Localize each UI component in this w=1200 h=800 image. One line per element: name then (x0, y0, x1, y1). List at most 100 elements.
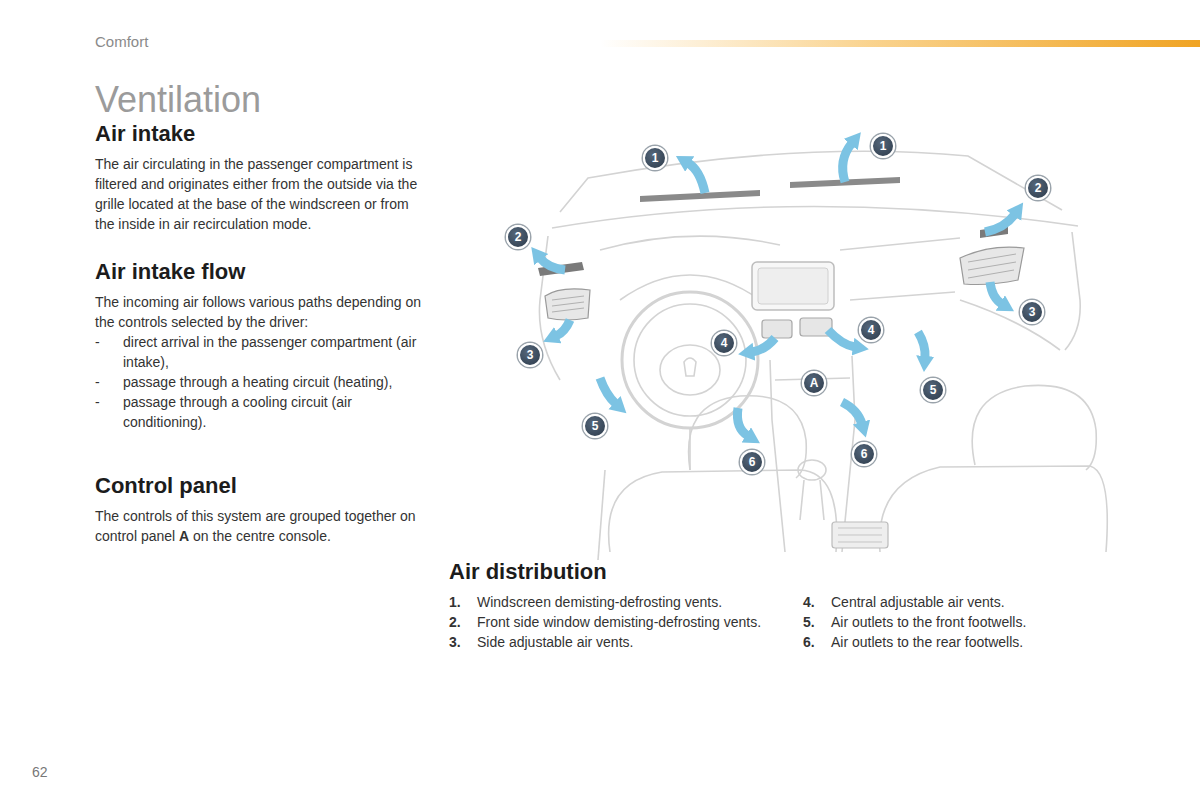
airflow-arrow (540, 143, 1015, 436)
callout-number: 3 (518, 343, 542, 367)
air-vent (640, 190, 760, 202)
console-screen (752, 262, 834, 310)
airflow-arrow (843, 143, 852, 182)
dashboard-outline (800, 480, 824, 520)
dashboard-outline (660, 345, 720, 395)
list-text: Windscreen demisting-defrosting vents. (477, 592, 769, 612)
list-text: Air outlets to the rear footwells. (831, 632, 1123, 652)
bullet-text: direct arrival in the passenger compartm… (123, 332, 427, 372)
console-screen (752, 262, 834, 310)
list-row: 2.Front side window demisting-defrosting… (449, 612, 769, 632)
list-row: 6.Air outlets to the rear footwells. (803, 632, 1123, 652)
airflow-arrow (688, 163, 705, 193)
airflow-arrow (828, 330, 855, 347)
dashboard-outline (598, 470, 605, 560)
list-text: Front side window demisting-defrosting v… (477, 612, 769, 632)
bullet-row: - passage through a cooling circuit (air… (95, 392, 427, 432)
dashboard-outline (840, 238, 960, 250)
dashboard-outline (609, 470, 837, 552)
body-text: The air circulating in the passenger com… (95, 154, 427, 234)
bullet-row: - passage through a heating circuit (hea… (95, 372, 427, 392)
bullet-text: passage through a cooling circuit (air c… (123, 392, 427, 432)
air-vent (832, 522, 888, 548)
dashboard-outline (620, 275, 760, 300)
list-row: 3.Side adjustable air vents. (449, 632, 769, 652)
callout-number: 2 (506, 225, 530, 249)
airflow-arrow (990, 282, 1002, 304)
dashboard-outline (684, 358, 696, 376)
airflow-arrow (737, 408, 748, 436)
airflow-arrow (556, 320, 570, 336)
callout-number: 3 (1020, 300, 1044, 324)
air-vent (838, 528, 882, 542)
panel-letter: A (179, 528, 189, 544)
callout-number: 1 (871, 134, 895, 158)
callout-number: 5 (921, 378, 945, 402)
air-vent (762, 320, 792, 338)
air-vent (960, 247, 1024, 284)
body-text: on the centre console. (193, 528, 331, 544)
list-text: Air outlets to the front footwells. (831, 612, 1123, 632)
header-bar (600, 40, 1200, 47)
callout-number: 6 (852, 442, 876, 466)
dashboard-outline (560, 151, 1062, 212)
airflow-arrow (600, 378, 616, 404)
list-number: 1. (449, 592, 477, 612)
page-number: 62 (32, 763, 48, 781)
dashboard-outline (600, 236, 780, 250)
callout-number: 5 (583, 414, 607, 438)
callout-number: 4 (859, 318, 883, 342)
callout-number: 4 (712, 331, 736, 355)
page-title: Ventilation (95, 78, 261, 122)
airflow-arrow (918, 332, 925, 358)
bullet-dash: - (95, 332, 123, 372)
section-heading: Air intake flow (95, 258, 427, 286)
airflow-arrow (842, 402, 862, 424)
callout-number: 1 (643, 146, 667, 170)
dashboard-outline (539, 151, 1107, 560)
text-column: Air intake The air circulating in the pa… (95, 120, 427, 546)
airflow-arrow (985, 214, 1015, 232)
list-number: 4. (803, 592, 831, 612)
bullet-dash: - (95, 392, 123, 432)
dashboard-outline (960, 300, 1060, 350)
list-text: Side adjustable air vents. (477, 632, 769, 652)
section-name: Comfort (95, 33, 148, 51)
list-text: Central adjustable air vents. (831, 592, 1123, 612)
section-heading: Air distribution (449, 558, 607, 586)
list-row: 5.Air outlets to the front footwells. (803, 612, 1123, 632)
list-number: 5. (803, 612, 831, 632)
list-number: 6. (803, 632, 831, 652)
callout-number: 2 (1026, 176, 1050, 200)
dashboard-outline (770, 360, 785, 552)
airflow-arrow (752, 338, 775, 352)
section-heading: Control panel (95, 472, 427, 500)
section-heading: Air intake (95, 120, 427, 148)
dashboard-outline (972, 385, 1096, 470)
console-screen (758, 268, 828, 304)
callout-number: 6 (740, 450, 764, 474)
list-row: 4.Central adjustable air vents. (803, 592, 1123, 612)
body-text: The controls of this system are grouped … (95, 506, 427, 546)
list-column: 1.Windscreen demisting-defrosting vents.… (449, 592, 769, 652)
air-vent (552, 296, 584, 312)
list-column: 4.Central adjustable air vents. 5.Air ou… (803, 592, 1123, 652)
list-number: 3. (449, 632, 477, 652)
callout-number: A (802, 371, 826, 395)
dashboard-outline (634, 304, 746, 416)
list-row: 1.Windscreen demisting-defrosting vents. (449, 592, 769, 612)
body-text: The incoming air follows various paths d… (95, 292, 427, 332)
air-vent (538, 177, 1024, 548)
air-vent (968, 254, 1016, 278)
bullet-dash: - (95, 372, 123, 392)
airflow-arrow (540, 258, 565, 270)
bullet-row: - direct arrival in the passenger compar… (95, 332, 427, 372)
dashboard-outline (622, 292, 758, 428)
air-vent (545, 289, 590, 320)
list-number: 2. (449, 612, 477, 632)
dashboard-outline (1065, 232, 1080, 350)
bullet-text: passage through a heating circuit (heati… (123, 372, 427, 392)
dashboard-outline (880, 466, 1108, 552)
dashboard-outline (850, 292, 955, 300)
dashboard-outline (689, 396, 807, 478)
